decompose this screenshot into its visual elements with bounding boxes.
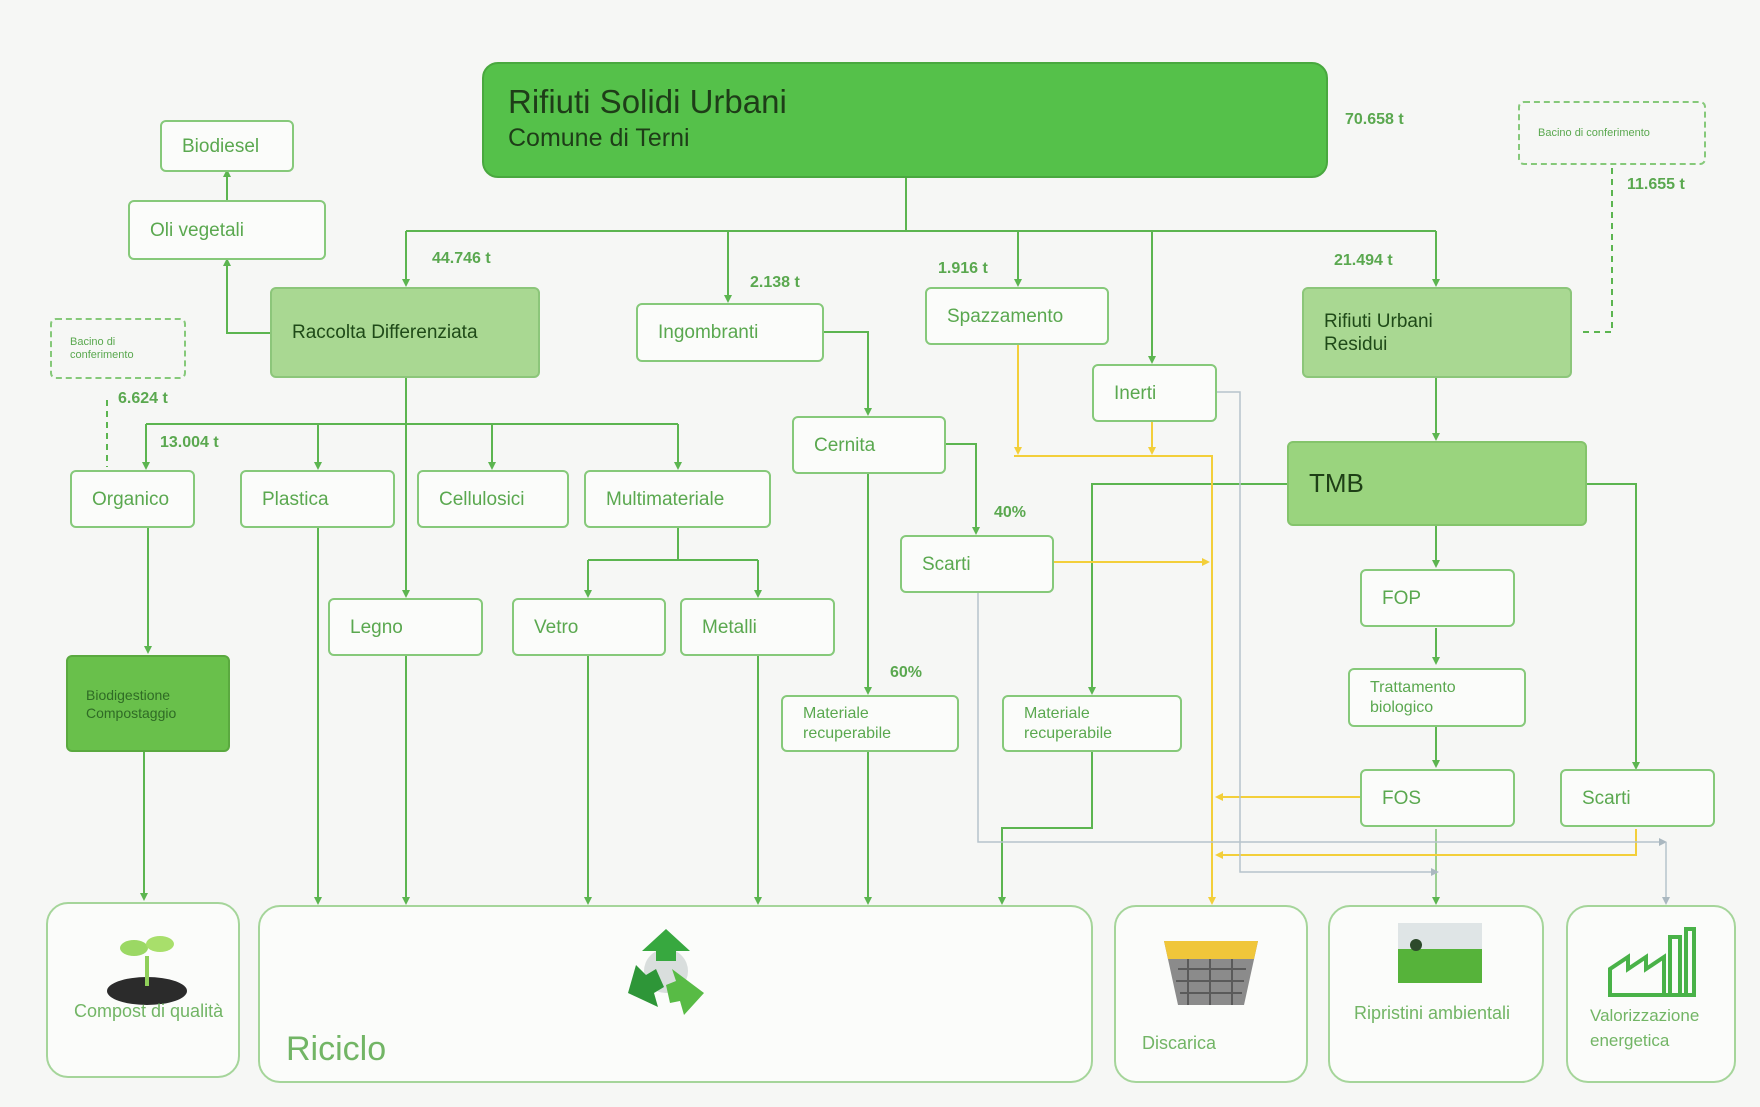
dest-ripristini-label: Ripristini ambientali xyxy=(1354,1003,1511,1023)
dest-riciclo: Riciclo xyxy=(258,905,1093,1083)
flow-residui: 21.494 t xyxy=(1334,252,1393,269)
node-cernita: Cernita xyxy=(792,416,946,474)
node-cellulosici: Cellulosici xyxy=(417,470,569,528)
node-ingombranti: Ingombranti xyxy=(636,303,824,362)
node-vetro: Vetro xyxy=(512,598,666,656)
flow-materiale-pct: 60% xyxy=(890,664,923,681)
node-materiale-recuperabile-2: Materiale recuperabile xyxy=(1002,695,1182,752)
seedling-icon xyxy=(107,936,187,1005)
node-tmb: TMB xyxy=(1287,441,1587,526)
flow-organico: 13.004 t xyxy=(160,434,219,451)
node-plastica: Plastica xyxy=(240,470,395,528)
bacino-right-box: Bacino di conferimento xyxy=(1518,101,1706,165)
dest-discarica-label: Discarica xyxy=(1142,1033,1217,1053)
flow-scarti-pct: 40% xyxy=(994,504,1027,521)
bacino-left-box: Bacino di conferimento xyxy=(50,318,186,379)
node-multimateriale: Multimateriale xyxy=(584,470,771,528)
node-oli-vegetali: Oli vegetali xyxy=(128,200,326,260)
node-trattamento-biologico: Trattamento biologico xyxy=(1348,668,1526,727)
node-biodiesel: Biodiesel xyxy=(160,120,294,172)
dest-ripristini: Ripristini ambientali xyxy=(1328,905,1544,1083)
landfill-icon xyxy=(1164,941,1258,1005)
flow-spazzamento: 1.916 t xyxy=(938,260,988,277)
node-metalli: Metalli xyxy=(680,598,835,656)
node-organico: Organico xyxy=(70,470,195,528)
recycle-icon xyxy=(628,929,704,1015)
bacino-right-value: 11.655 t xyxy=(1627,176,1685,193)
landscape-icon xyxy=(1398,923,1482,983)
node-scarti-tmb: Scarti xyxy=(1560,769,1715,827)
header-subtitle: Comune di Terni xyxy=(508,124,690,152)
factory-icon xyxy=(1608,927,1696,997)
dest-compost: Compost di qualità xyxy=(46,902,240,1078)
dest-valorizzazione: Valorizzazione energetica xyxy=(1566,905,1736,1083)
node-fos: FOS xyxy=(1360,769,1515,827)
node-materiale-recuperabile-1: Materiale recuperabile xyxy=(781,695,959,752)
flow-raccolta: 44.746 t xyxy=(432,250,491,267)
flow-ingombranti: 2.138 t xyxy=(750,274,800,291)
node-legno: Legno xyxy=(328,598,483,656)
dest-riciclo-label: Riciclo xyxy=(286,1030,387,1068)
bacino-left-value: 6.624 t xyxy=(118,390,168,407)
node-rifiuti-residui: Rifiuti Urbani Residui xyxy=(1302,287,1572,378)
node-inerti: Inerti xyxy=(1092,364,1217,422)
dest-compost-label: Compost di qualità xyxy=(74,1001,224,1021)
municipal-waste-header: Rifiuti Solidi Urbani Comune di Terni xyxy=(482,62,1328,178)
node-raccolta-differenziata: Raccolta Differenziata xyxy=(270,287,540,378)
dest-discarica: Discarica xyxy=(1114,905,1308,1083)
total-tonnage: 70.658 t xyxy=(1345,111,1404,128)
node-scarti-cernita: Scarti xyxy=(900,535,1054,593)
node-biodigestione: Biodigestione Compostaggio xyxy=(66,655,230,752)
node-fop: FOP xyxy=(1360,569,1515,627)
header-title: Rifiuti Solidi Urbani xyxy=(508,83,787,120)
node-spazzamento: Spazzamento xyxy=(925,287,1109,345)
dest-valorizzazione-label: Valorizzazione energetica xyxy=(1590,1006,1700,1050)
